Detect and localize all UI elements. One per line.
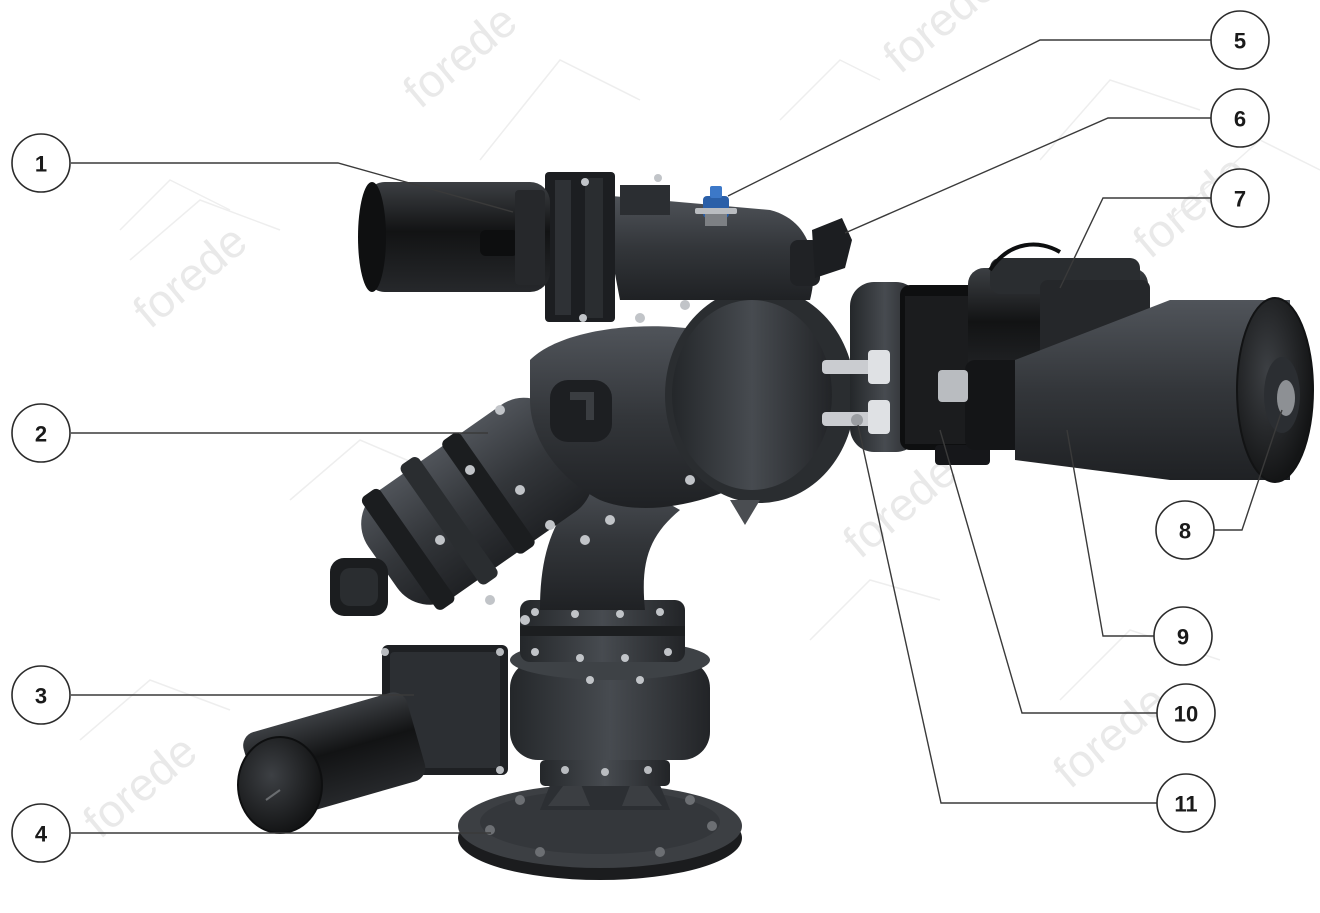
callout-7: 7 [1210, 168, 1270, 228]
fire-monitor-illustration [237, 172, 1314, 880]
watermark-text: forede [73, 724, 206, 848]
callout-11: 11 [1156, 773, 1216, 833]
elevation-motor [358, 182, 550, 292]
callout-10: 10 [1156, 683, 1216, 743]
leader-1 [71, 162, 514, 213]
horizontal-rotation-motor [237, 645, 508, 834]
leader-6 [844, 117, 1211, 234]
ball-valve [695, 186, 737, 226]
leader-10 [939, 429, 1157, 714]
watermark-chevrons [79, 59, 1320, 741]
watermark-3: forede [873, 0, 1006, 83]
callout-number: 4 [35, 822, 48, 847]
callout-4: 4 [11, 803, 71, 863]
callout-number: 6 [1234, 107, 1246, 132]
callout-number: 10 [1174, 702, 1198, 727]
watermark-6: forede [1043, 674, 1176, 798]
leader-9 [1066, 429, 1154, 637]
watermark-text: forede [393, 0, 526, 118]
elevation-joint [330, 397, 615, 625]
callout-9: 9 [1153, 606, 1213, 666]
nozzle-assembly [822, 242, 1314, 483]
callout-number: 1 [35, 152, 47, 177]
watermark-text: forede [1043, 674, 1176, 798]
watermark-7: forede [73, 724, 206, 848]
callout-number: 11 [1174, 792, 1197, 817]
callout-5: 5 [1210, 10, 1270, 70]
watermark-1: forede [123, 214, 256, 338]
callout-number: 5 [1234, 29, 1246, 54]
callout-leaders [71, 39, 1283, 834]
callout-number: 3 [35, 684, 47, 709]
callout-8: 8 [1155, 500, 1215, 560]
leader-5 [727, 39, 1211, 197]
manual-handwheel [790, 218, 852, 286]
leader-11 [857, 424, 1157, 804]
stand [540, 760, 670, 810]
callout-number: 2 [35, 422, 47, 447]
watermark-text: forede [123, 214, 256, 338]
base-flange [458, 784, 742, 880]
callout-markers: 1 2 3 4 5 6 7 8 [11, 10, 1270, 863]
lower-swivel [510, 600, 710, 760]
callout-2: 2 [11, 403, 71, 463]
callout-3: 3 [11, 665, 71, 725]
watermark-2: forede [393, 0, 526, 118]
watermark-text: forede [873, 0, 1006, 83]
callout-6: 6 [1210, 88, 1270, 148]
callout-number: 7 [1234, 187, 1246, 212]
turret-head [665, 287, 855, 525]
leader-7 [1059, 197, 1211, 289]
upper-housing [545, 172, 814, 322]
callout-number: 9 [1177, 625, 1189, 650]
callout-number: 8 [1179, 519, 1191, 544]
leader-8 [1214, 409, 1283, 531]
callout-1: 1 [11, 133, 71, 193]
